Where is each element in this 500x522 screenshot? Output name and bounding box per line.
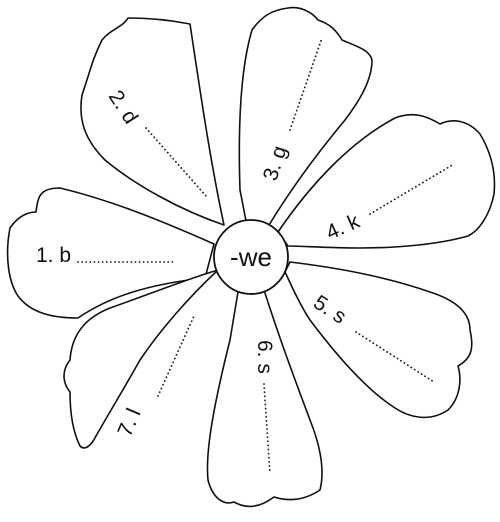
petal-2-answer-line[interactable] [145,127,207,197]
petal-6-answer-line[interactable] [263,383,271,475]
petal-7-prompt: 7. l [113,405,145,440]
flower-center: -we [213,219,289,295]
petal-2: 2. d [80,17,225,226]
petal-4: 4. k [277,113,496,249]
petal-7-answer-line[interactable] [157,315,195,397]
petal-1-prompt: 1. b [36,244,71,267]
petal-3-answer-line[interactable] [289,37,323,131]
petal-6-prompt: 6. s [253,340,276,374]
petal-4-answer-line[interactable] [369,163,455,215]
center-label: -we [230,242,272,272]
petal-3: 3. g [238,6,373,231]
petal-5: 5. s [284,261,473,419]
petal-5-answer-line[interactable] [355,331,435,383]
petal-7: 7. l [63,269,219,449]
petal-1: 1. b [6,187,215,319]
petal-6: 6. s [206,289,323,508]
